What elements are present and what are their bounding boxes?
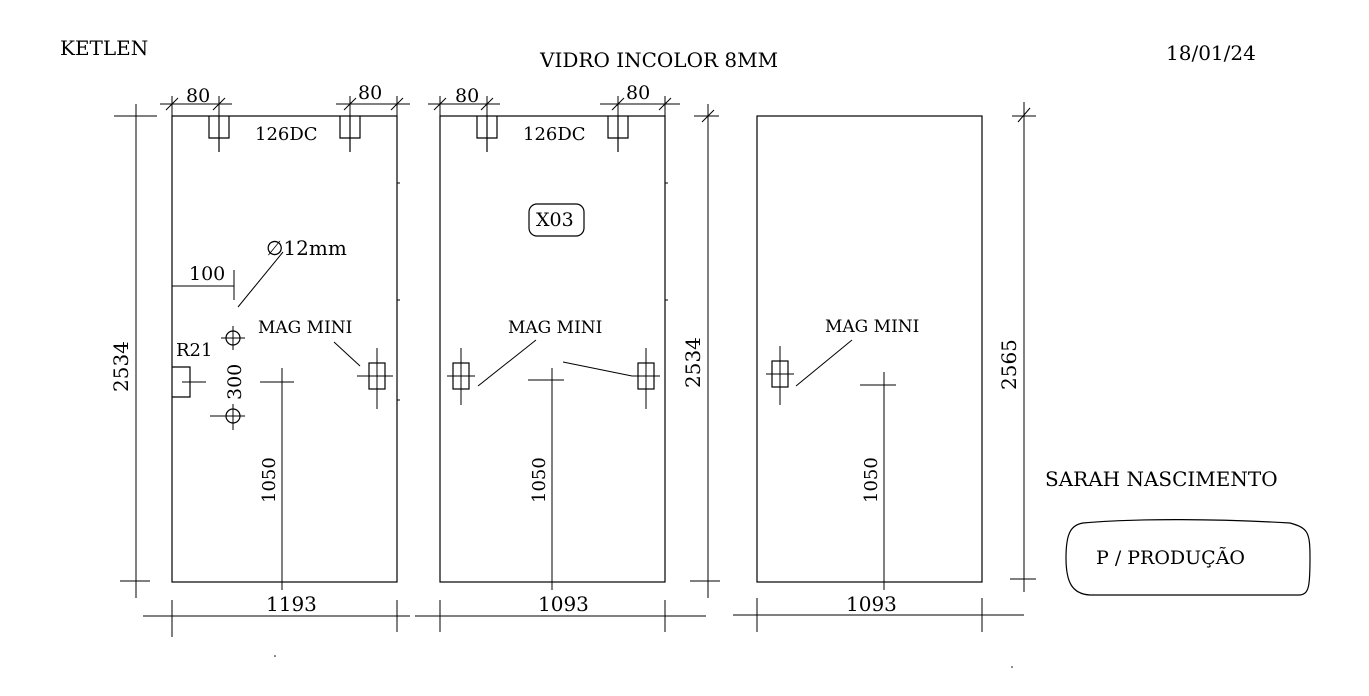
- panel-3: MAG MINI 1050 2565 1093: [733, 102, 1036, 632]
- panel-2-code: X03: [536, 209, 574, 231]
- client-name: KETLEN: [60, 36, 148, 60]
- panel-3-handle-height: 1050: [861, 457, 882, 503]
- panel-1-hole-offset: 100: [189, 263, 225, 285]
- panel-3-outline: [756, 115, 983, 583]
- panel-3-dim-height: 2565: [997, 102, 1036, 592]
- panel-2-width: 1093: [538, 592, 589, 616]
- panel-2: 126DC 80 80 X03 MAG MINI: [415, 82, 720, 632]
- panel-2-magnet-left: [447, 348, 475, 405]
- panel-2-dim-height: 2534: [681, 104, 720, 598]
- panel-1-hole-lower: [210, 404, 245, 430]
- customer-name: SARAH NASCIMENTO: [1045, 467, 1278, 491]
- panel-2-hinge-left: [476, 116, 498, 152]
- panel-2-magnet-right: [632, 348, 660, 409]
- production-status: P / PRODUÇÃO: [1096, 547, 1245, 569]
- panel-1-dim-width: 1193: [143, 592, 410, 637]
- panel-1-hole-diameter: ∅12mm: [266, 236, 347, 260]
- panel-1-magnet: [357, 348, 393, 409]
- panel-1: 126DC 80 80 ∅12mm 100: [109, 82, 410, 637]
- panel-1-radius: R21: [176, 340, 212, 361]
- panel-2-hinge-right: [607, 116, 629, 152]
- panel-1-hardware-label: 126DC: [255, 124, 318, 145]
- panel-2-dim-width: 1093: [415, 592, 706, 632]
- panel-1-handle-height: 1050: [259, 457, 280, 503]
- panel-1-dim-top-left: 80: [160, 85, 232, 116]
- panel-3-mag-label: MAG MINI: [825, 317, 919, 337]
- panel-1-height: 2534: [109, 341, 133, 392]
- panel-1-dim-top-right: 80: [336, 82, 410, 116]
- drawing-title: VIDRO INCOLOR 8MM: [539, 48, 778, 72]
- panel-3-magnet: [766, 346, 794, 405]
- panel-1-hinge-left: [208, 116, 230, 152]
- panel-2-offset-right: 80: [626, 82, 650, 104]
- drawing-date: 18/01/24: [1166, 41, 1256, 65]
- panel-1-dim-height: 2534: [109, 104, 157, 598]
- panel-3-height: 2565: [997, 339, 1021, 390]
- panel-1-offset-left: 80: [186, 85, 210, 107]
- panel-3-width: 1093: [846, 592, 897, 616]
- panel-1-hole-upper: [221, 326, 245, 350]
- panel-1-offset-right: 80: [358, 82, 382, 104]
- panel-2-dim-top-left: 80: [428, 85, 500, 116]
- panel-1-mag-label: MAG MINI: [258, 318, 352, 338]
- panel-3-dim-width: 1093: [733, 592, 1024, 632]
- panel-2-handle-height: 1050: [529, 457, 550, 503]
- panel-2-hardware-label: 126DC: [523, 124, 586, 145]
- panel-2-dim-top-right: 80: [600, 82, 680, 116]
- panel-1-outline: [171, 115, 398, 583]
- panel-2-code-box: X03: [528, 203, 585, 237]
- panel-1-hole-callout: ∅12mm: [237, 236, 347, 308]
- panel-1-width: 1193: [266, 592, 317, 616]
- panel-2-offset-left: 80: [455, 85, 479, 107]
- panel-1-dim-hole-offset: 100: [172, 263, 235, 300]
- production-stamp: P / PRODUÇÃO: [1065, 519, 1311, 596]
- panel-1-hole-spacing: 300: [224, 364, 246, 400]
- panel-2-height: 2534: [681, 337, 705, 388]
- panel-2-mag-label: MAG MINI: [508, 318, 602, 338]
- panel-1-hinge-right: [339, 116, 361, 152]
